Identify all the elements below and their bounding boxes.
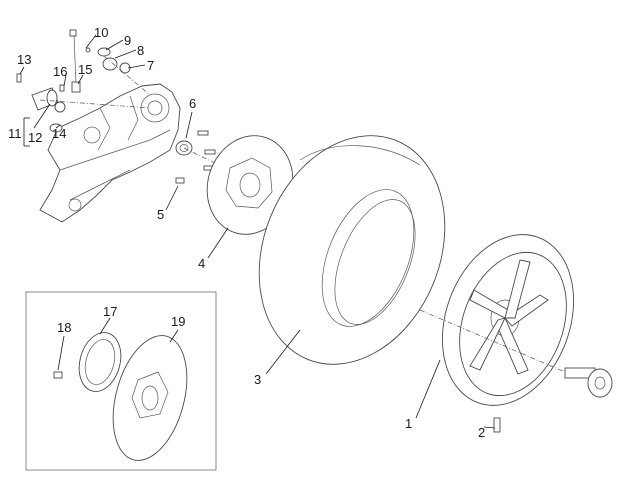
callout-1: 1 — [405, 416, 412, 431]
brake-disc-main — [206, 135, 294, 235]
callout-4: 4 — [198, 256, 205, 271]
callout-12: 12 — [28, 130, 42, 145]
callout-19: 19 — [171, 314, 185, 329]
callout-10: 10 — [94, 25, 108, 40]
callout-14: 14 — [52, 126, 66, 141]
callout-2: 2 — [478, 425, 485, 440]
callout-16: 16 — [53, 64, 67, 79]
wheel-rim — [441, 234, 575, 406]
callout-18: 18 — [57, 320, 71, 335]
rear-axle — [419, 309, 613, 398]
callout-labels: 1 2 3 4 5 6 7 8 9 10 11 12 13 14 15 16 1… — [8, 25, 485, 440]
leader-lines — [19, 34, 496, 429]
callout-5: 5 — [157, 207, 164, 222]
callout-15: 15 — [78, 62, 92, 77]
callout-17: 17 — [103, 304, 117, 319]
inset-frame — [25, 291, 217, 471]
callout-7: 7 — [147, 58, 154, 73]
tire-valve — [493, 417, 501, 433]
callout-6: 6 — [189, 96, 196, 111]
callout-8: 8 — [137, 43, 144, 58]
swingarm-casting — [39, 83, 181, 223]
tire — [258, 135, 446, 365]
callout-3: 3 — [254, 372, 261, 387]
tone-ring — [78, 332, 122, 392]
callout-9: 9 — [124, 33, 131, 48]
brake-disc-inset — [112, 335, 188, 461]
inset-bolt — [53, 371, 63, 379]
callout-13: 13 — [17, 52, 31, 67]
callout-11: 11 — [8, 126, 22, 141]
